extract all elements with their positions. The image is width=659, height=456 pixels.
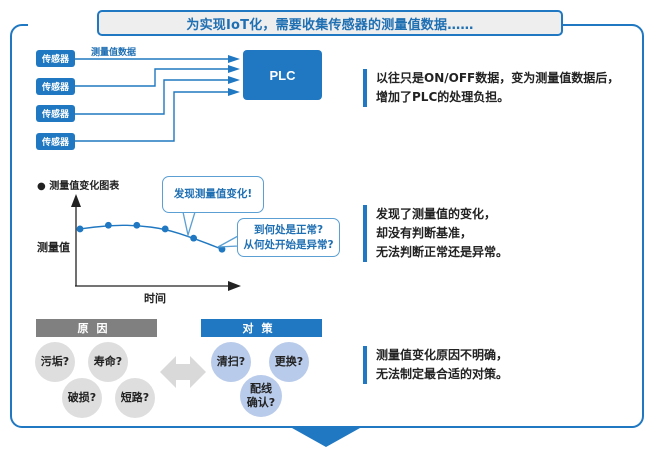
data-point: [105, 221, 112, 229]
cause-circle-lifespan: 寿命?: [88, 342, 128, 382]
y-axis-arrow-icon: [71, 194, 81, 207]
bubble2-line: 从何处开始是异常?: [243, 238, 334, 251]
x-axis-arrow-icon: [228, 281, 241, 291]
data-point: [161, 225, 169, 233]
chart-axes: [71, 194, 241, 291]
plc-label: PLC: [269, 67, 296, 83]
cause-circle-dirt: 污垢?: [35, 342, 75, 382]
fix-header-label: 对策: [242, 322, 281, 335]
note-line: 无法制定最合适的对策。: [376, 367, 509, 381]
cause-text: 短路?: [120, 391, 150, 404]
note-line: 却没有判断基准，: [376, 226, 473, 240]
cause-header: 原因: [36, 319, 157, 337]
sensor-line-4: [75, 91, 230, 142]
title-banner: 为实现IoT化，需要收集传感器的测量值数据……: [97, 10, 563, 36]
arrowhead-2: [228, 65, 240, 73]
plc-box: PLC: [243, 50, 322, 100]
sensor-box-2: 传感器: [36, 78, 75, 95]
fix-circle-replace: 更换?: [269, 342, 309, 382]
sensor-line-3: [75, 79, 230, 115]
note-no-criteria: 发现了测量值的变化， 却没有判断基准， 无法判断正常还是异常。: [363, 205, 508, 262]
data-point: [133, 221, 141, 229]
bubble2-line: 到何处是正常?: [253, 223, 324, 236]
note-line: 发现了测量值的变化，: [376, 207, 497, 221]
cause-text: 污垢?: [40, 355, 70, 368]
series-line: [79, 224, 223, 250]
data-lines: [75, 58, 230, 142]
arrowhead-1: [228, 55, 240, 63]
fix-text-line: 配线: [250, 382, 272, 395]
chart-series: [76, 221, 226, 253]
fix-text: 清扫?: [216, 355, 246, 368]
x-axis-label: 时间: [144, 292, 166, 305]
note-line: 测量值变化原因不明确，: [376, 348, 509, 362]
y-axis-label: 测量值: [37, 241, 70, 254]
down-arrow-triangle: [292, 428, 360, 447]
fix-text: 更换?: [274, 355, 304, 368]
title-text: 为实现IoT化，需要收集传感器的测量值数据……: [186, 17, 474, 33]
note-plc-load: 以往只是ON/OFF数据，变为测量值数据后， 增加了PLC的处理负担。: [363, 69, 619, 107]
speech-bubble-change-found: 发现测量值变化!: [162, 176, 264, 213]
note-no-countermeasure: 测量值变化原因不明确， 无法制定最合适的对策。: [363, 346, 508, 384]
speech-bubble-question: 到何处是正常? 从何处开始是异常?: [237, 218, 340, 257]
sensor-box-3: 传感器: [36, 105, 75, 122]
double-arrow-icon: [160, 356, 206, 388]
data-label: 测量值数据: [91, 48, 137, 58]
arrowheads: [228, 55, 240, 96]
arrowhead-4: [228, 88, 240, 96]
cause-text: 破损?: [67, 391, 97, 404]
bubble1-text: 发现测量值变化!: [173, 188, 253, 200]
note-line: 增加了PLC的处理负担。: [376, 90, 510, 104]
chart-title: ● 测量值变化图表: [37, 181, 120, 192]
arrowhead-3: [228, 76, 240, 84]
bubble2-tail: [217, 234, 239, 248]
fix-circle-clean: 清扫?: [211, 342, 251, 382]
bubble1-tail: [182, 211, 196, 238]
data-point: [190, 234, 198, 242]
cause-circle-short: 短路?: [115, 378, 155, 418]
cause-circle-damage: 破损?: [62, 378, 102, 418]
sensor-box-4: 传感器: [36, 133, 75, 150]
cause-text: 寿命?: [93, 355, 123, 368]
fix-header: 对策: [201, 319, 322, 337]
cause-header-label: 原因: [77, 322, 116, 335]
data-point: [76, 225, 84, 233]
sensor-box-1: 传感器: [36, 50, 75, 67]
frame-gap-left: [28, 24, 97, 26]
fix-circle-wiring-check: 配线 确认?: [240, 375, 282, 417]
fix-text-line: 确认?: [246, 396, 276, 409]
sensor-line-2: [75, 68, 230, 87]
note-line: 无法判断正常还是异常。: [376, 245, 509, 259]
note-line: 以往只是ON/OFF数据，变为测量值数据后，: [376, 71, 620, 85]
